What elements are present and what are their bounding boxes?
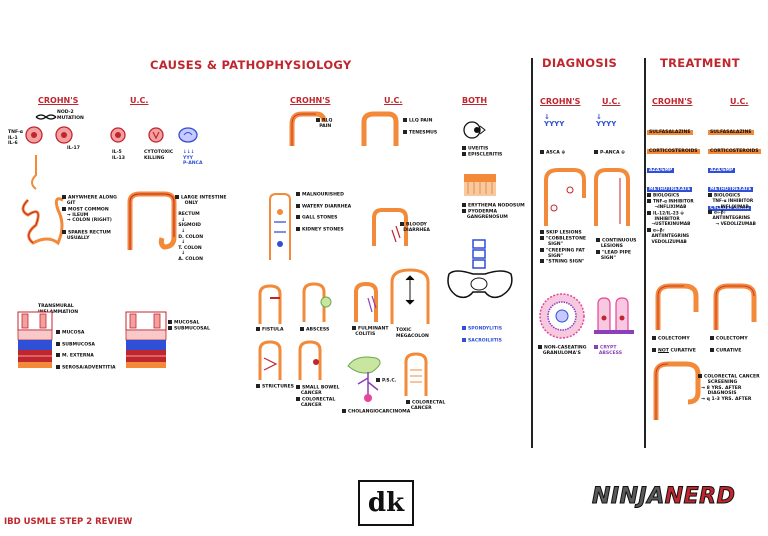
uc-layer-labels: MUCOSAL SUBMUCOSAL: [168, 320, 210, 332]
strictures-label: STRICTURES: [256, 384, 294, 390]
abscess-icon: [302, 282, 332, 322]
layer-labels: MUCOSA SUBMUCOSA M. EXTERNA SEROSA/ADVEN…: [56, 330, 116, 371]
pres-uc-head: U.C.: [384, 96, 403, 105]
ninjanerd-logo: NINJANERD: [592, 484, 736, 510]
crypt-label: CRYPT ABSCESS: [594, 345, 622, 357]
causes-title: CAUSES & PATHOPHYSIOLOGY: [150, 58, 352, 72]
crypt-abscess-icon: [594, 297, 634, 334]
tx-uc-head: U.C.: [730, 97, 749, 106]
crohns-gi-icon: [21, 155, 64, 246]
uc-dx-signs: CONTINUOUS LESIONS "LEAD PIPE SIGN": [596, 238, 636, 261]
crohns-body-icon: [269, 193, 291, 260]
divider-treatment: [644, 58, 646, 448]
uc-colectomy-icon: [713, 283, 757, 330]
pres-both-head: BOTH: [462, 96, 488, 105]
divider-diagnosis: [531, 58, 533, 448]
uc-crc-icon: [404, 352, 428, 396]
skin-icon: [464, 174, 496, 196]
tx-uc-surgery: COLECTOMY CURATIVE: [710, 336, 748, 354]
tx-uc-biologics: BIOLOGICS TNF-⍺ INHIBITOR → INFLIXIMAB ⍺…: [708, 193, 756, 228]
bloody-diarrhea: BLOODY DIARRHEA: [400, 222, 430, 234]
dx-crohns-head: CROHN'S: [540, 97, 581, 106]
crohns-endoscopy-icon: [544, 168, 586, 226]
crohns-symptoms: MALNOURISHED WATERY DIARRHEA GALL STONES…: [296, 192, 351, 233]
crohns-abdomen-icon: [289, 111, 327, 146]
uc-location: LARGE INTESTINE ONLY RECTUM ↓ SIGMOID ↓ …: [175, 195, 227, 263]
tx-crohns-head: CROHN'S: [652, 97, 693, 106]
causes-uc-head: U.C.: [130, 96, 149, 105]
crohns-wall-layers: [17, 311, 53, 368]
uc-wall-layers: [125, 311, 167, 368]
crohns-cells-icon: [25, 126, 73, 144]
smallbowel-icon: [298, 340, 322, 380]
strictures-icon: [258, 340, 282, 380]
asca-antibody-icon: ↓YYYY: [544, 113, 565, 128]
footer-review-title: IBD USMLE STEP 2 REVIEW: [4, 517, 133, 527]
rlq-pain: RLQ PAIN: [316, 118, 332, 130]
tx-uc-drugs: SULFASALAZINE CORTICOSTEROIDS AZA/6MP ME…: [708, 130, 761, 211]
crohns-colectomy-icon: [655, 283, 699, 330]
panca-antibody-icon: ↓YYYY: [596, 113, 617, 128]
psc-label: P.S.C.: [376, 378, 396, 384]
screening-colon-icon: [653, 361, 701, 420]
tx-crohns-surgery: COLECTOMY NOT CURATIVE: [652, 336, 696, 354]
uc-endoscopy-icon: [594, 168, 630, 226]
fistula-icon: [258, 284, 282, 324]
dna-icon: [35, 114, 57, 120]
uc-abdomen-icon: [361, 111, 399, 146]
uc-bleeding-icon: [372, 208, 408, 246]
eye-icon: [463, 121, 486, 139]
causes-crohns-head: CROHN'S: [38, 96, 79, 105]
panca-dx-label: P-ANCA ⊕: [594, 150, 625, 156]
crohns-cancers: SMALL BOWEL CANCER COLORECTAL CANCER: [296, 385, 339, 408]
megacolon-icon: [390, 268, 430, 324]
liver-icon: [347, 356, 381, 402]
treatment-title: TREATMENT: [660, 56, 740, 70]
uc-crc-label: COLORECTAL CANCER: [406, 400, 445, 412]
fulminant-icon: [354, 281, 378, 322]
diagnosis-title: DIAGNOSIS: [542, 56, 618, 70]
asca-label: ASCA ⊕: [540, 150, 565, 156]
tx-crohns-biologics: BIOLOGICS TNF-⍺ INHIBITOR →INFLIXIMAB IL…: [647, 193, 694, 245]
granuloma-label: NON-CASEATING GRANULOMA'S: [538, 345, 587, 357]
fistula-label: FISTULA: [256, 327, 284, 333]
granuloma-icon: [539, 293, 585, 339]
uc-colon-icon: [127, 191, 177, 250]
tx-crohns-drugs: SULFASALAZINE CORTICOSTEROIDS AZA/6MP ME…: [647, 130, 700, 192]
pres-crohns-head: CROHN'S: [290, 96, 331, 105]
uc-cells-icon: [110, 127, 198, 143]
crohns-location: ANYWHERE ALONG GIT MOST COMMON → ILEUM →…: [62, 195, 117, 241]
crohns-dx-signs: SKIP LESIONS "COBBLESTONE SIGN" "CREEPIN…: [540, 230, 586, 266]
il17-label: IL-17: [67, 146, 80, 151]
dx-uc-head: U.C.: [602, 97, 621, 106]
pelvis-icon: [447, 239, 513, 299]
screening-text: COLORECTAL CANCER SCREENING → 8 YRS. AFT…: [698, 374, 760, 402]
cholangio-label: CHOLANGIOCARCINOMA: [342, 409, 410, 415]
fulminant-label: FULMINANT COLITIS: [352, 326, 388, 338]
abscess-label: ABSCESS: [300, 327, 329, 333]
dk-logo: dk: [358, 480, 414, 526]
